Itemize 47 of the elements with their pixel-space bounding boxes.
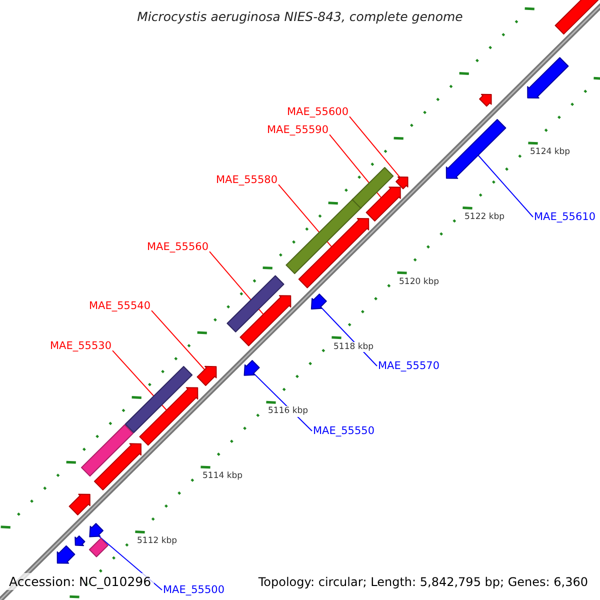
gene-block	[298, 218, 370, 288]
gene-block	[74, 535, 86, 546]
gene-label: MAE_55550	[313, 425, 375, 438]
gene-block	[244, 360, 260, 376]
gene-label: MAE_55580	[216, 174, 278, 187]
gene-label: MAE_55500	[163, 584, 225, 597]
gene-block	[56, 545, 76, 564]
scale-label: 5124 kbp	[529, 147, 572, 158]
gene-block	[310, 294, 327, 310]
gene-label: MAE_55610	[534, 211, 596, 224]
gene-block	[527, 57, 569, 99]
scale-label: 5118 kbp	[332, 342, 375, 352]
feature-bar	[88, 538, 108, 558]
gene-label: MAE_55540	[89, 300, 151, 313]
footer-text: Accession: NC_010296	[6, 573, 154, 590]
gene-block	[446, 119, 506, 179]
gene-block	[68, 494, 90, 516]
gene-block	[479, 94, 492, 107]
gene-block	[396, 176, 408, 190]
gene-label: MAE_55530	[50, 340, 112, 353]
gene-block	[139, 387, 198, 446]
gene-label: MAE_55590	[267, 124, 329, 137]
feature-bar	[286, 198, 362, 274]
scale-label: 5122 kbp	[464, 212, 506, 222]
feature-bar	[80, 424, 134, 477]
title: Microcystis aeruginosa NIES-843, complete genome	[136, 9, 464, 24]
scale-label: 5116 kbp	[267, 406, 310, 417]
feature-bar	[226, 275, 284, 332]
gene-label: MAE_55600	[287, 106, 349, 119]
leader-line	[151, 310, 206, 370]
gene-block	[554, 0, 600, 35]
gene-block	[366, 186, 401, 222]
leader-line	[478, 154, 534, 218]
feature-bar	[124, 366, 193, 434]
leader-line	[209, 251, 264, 315]
gene-block	[196, 366, 217, 386]
scale-label: 5114 kbp	[202, 471, 244, 482]
gene-label: MAE_55570	[378, 360, 440, 373]
scale-label: 5120 kbp	[398, 276, 440, 287]
gene-block	[94, 443, 142, 490]
scale-label: 5112 kbp	[136, 536, 178, 546]
leader-line	[349, 116, 401, 178]
feature-bar	[352, 167, 394, 209]
gene-block	[240, 295, 292, 346]
gene-label: MAE_55560	[147, 241, 209, 254]
gene-block	[89, 523, 104, 538]
footer-text: Topology: circular; Length: 5,842,795 bp; Genes: 6,360	[256, 574, 590, 590]
